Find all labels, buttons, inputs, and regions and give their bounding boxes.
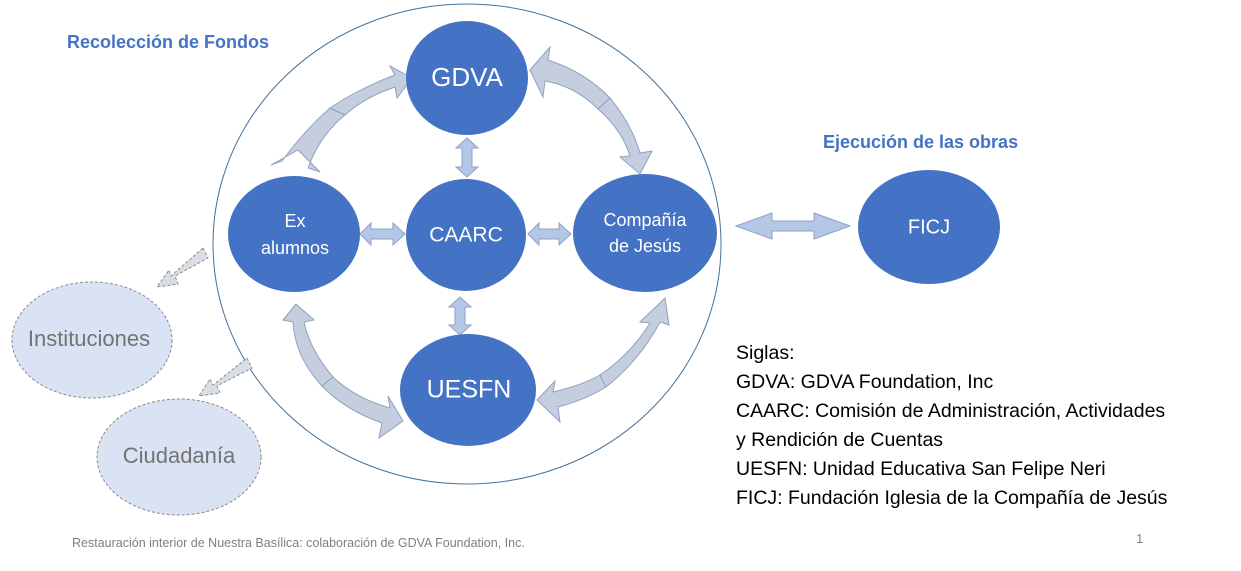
node-compania-label-line1: Compañía xyxy=(603,210,687,230)
node-ex-alumnos-label-line2: alumnos xyxy=(261,238,329,258)
curved-arrow-exalumnos-uesfn xyxy=(282,303,404,440)
legend-line: y Rendición de Cuentas xyxy=(736,429,944,451)
acronym-legend: Siglas: GDVA: GDVA Foundation, Inc CAARC… xyxy=(736,339,1167,513)
node-ex-alumnos-label-line1: Ex xyxy=(284,211,305,231)
node-ciudadania[interactable]: Ciudadanía xyxy=(96,398,262,516)
page-number: 1 xyxy=(1136,531,1144,546)
node-ficj[interactable]: FICJ xyxy=(858,170,1000,284)
node-caarc-label: CAARC xyxy=(429,224,503,247)
slide-footer: Restauración interior de Nuestra Basílic… xyxy=(72,536,525,550)
node-ficj-label: FICJ xyxy=(908,216,950,238)
node-ciudadania-label: Ciudadanía xyxy=(123,443,236,468)
double-arrow-gdva-caarc xyxy=(454,137,480,178)
title-execution: Ejecución de las obras xyxy=(823,132,1019,152)
double-arrow-caarc-compania xyxy=(527,221,572,247)
node-gdva-label: GDVA xyxy=(431,62,503,92)
node-compania-de-jesus[interactable]: Compañía de Jesús xyxy=(573,174,717,292)
dashed-arrow-to-instituciones xyxy=(155,247,209,288)
node-uesfn[interactable]: UESFN xyxy=(400,334,536,446)
node-ex-alumnos[interactable]: Ex alumnos xyxy=(228,176,360,292)
node-compania-label-line2: de Jesús xyxy=(609,236,681,256)
curved-arrow-gdva-compania xyxy=(529,45,653,175)
node-instituciones-label: Instituciones xyxy=(28,326,150,351)
double-arrow-caarc-uesfn xyxy=(447,296,473,336)
node-uesfn-label: UESFN xyxy=(427,376,512,404)
legend-line: GDVA: GDVA Foundation, Inc xyxy=(736,371,994,393)
node-caarc[interactable]: CAARC xyxy=(406,179,526,291)
outer-circle xyxy=(212,3,722,485)
legend-line: UESFN: Unidad Educativa San Felipe Neri xyxy=(736,458,1106,480)
curved-arrow-exalumnos-gdva xyxy=(270,64,413,173)
curved-arrow-uesfn-compania xyxy=(536,296,670,424)
title-fundraising: Recolección de Fondos xyxy=(67,32,270,52)
node-gdva[interactable]: GDVA xyxy=(406,21,528,135)
legend-heading: Siglas: xyxy=(736,342,795,364)
dashed-arrow-to-ciudadania xyxy=(197,357,253,397)
double-arrow-compania-ficj xyxy=(734,212,852,240)
double-arrow-exalumnos-caarc xyxy=(359,221,406,247)
node-instituciones[interactable]: Instituciones xyxy=(11,281,173,399)
legend-line: CAARC: Comisión de Administración, Activ… xyxy=(736,400,1166,422)
legend-line: FICJ: Fundación Iglesia de la Compañía d… xyxy=(736,487,1168,509)
